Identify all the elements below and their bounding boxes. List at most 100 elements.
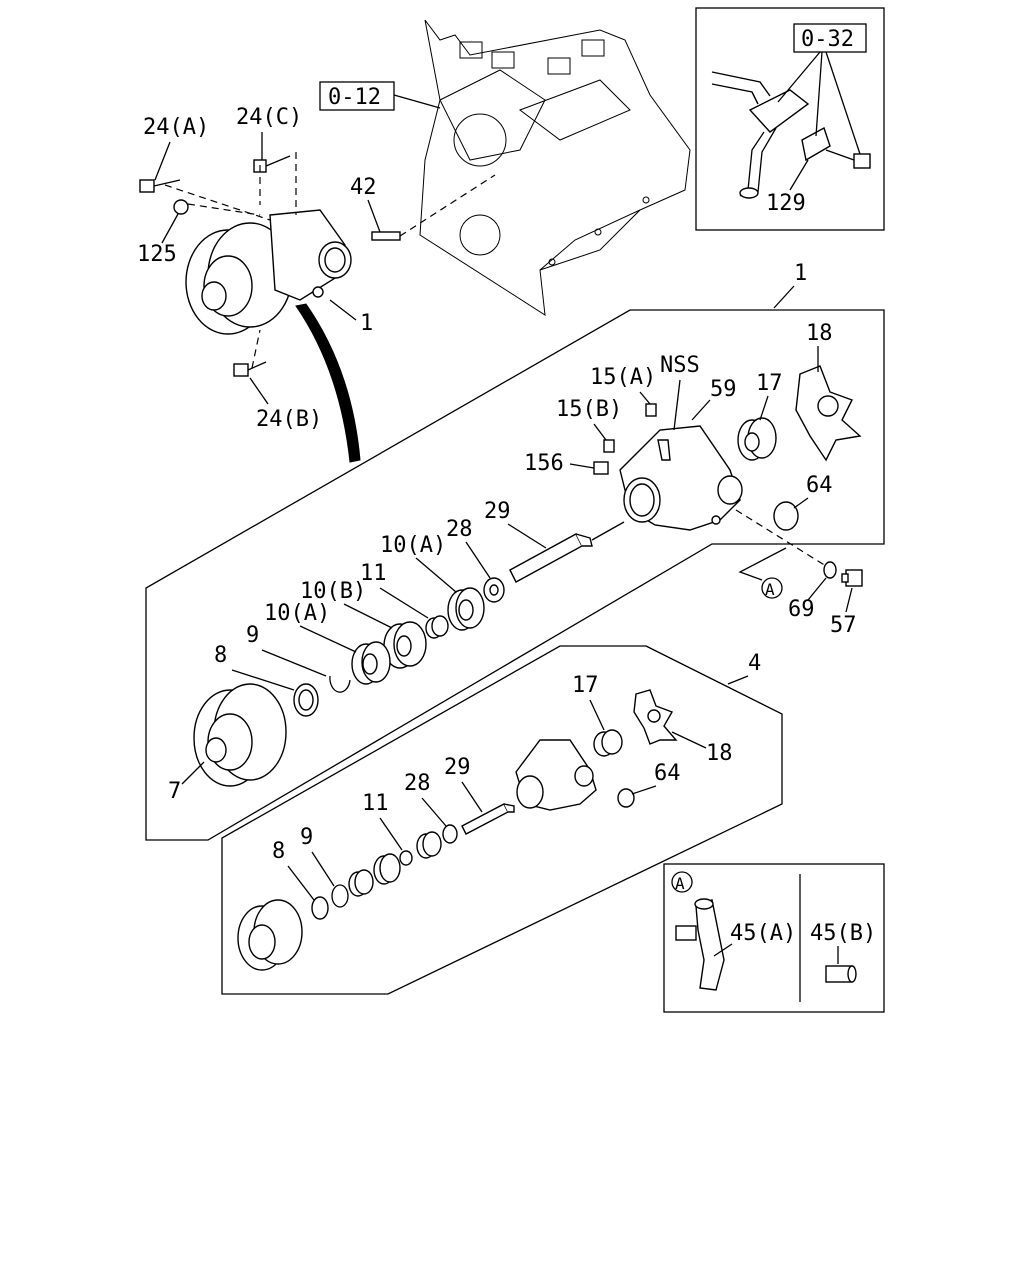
leader-45a (713, 943, 733, 957)
label-7: 7 (168, 779, 181, 804)
leader-9-b (311, 851, 335, 887)
fitting-45a (675, 898, 725, 991)
bearing-10a-2 (351, 641, 391, 685)
plug-15b (603, 439, 615, 453)
exploded-box-assembly-1 (145, 309, 885, 841)
label-4: 4 (748, 651, 761, 676)
bearing-10a-1 (447, 587, 485, 631)
label-64-b: 64 (654, 761, 681, 786)
leader-129 (789, 159, 809, 191)
leader-42 (367, 199, 381, 233)
bearing-b-1 (416, 831, 442, 859)
water-pump-assembly-top (185, 209, 352, 335)
seal-17-b (593, 729, 623, 757)
bearing-b-3 (348, 869, 374, 897)
leader-0-32-c (825, 51, 861, 155)
label-18-b: 18 (706, 741, 733, 766)
dashed-line-125 (187, 203, 261, 216)
spacer-11-b (399, 850, 413, 866)
shaft-29-a (509, 521, 625, 583)
snap-ring-9-b (331, 884, 349, 908)
circle-a-text: A (765, 580, 775, 599)
label-11-a: 11 (360, 561, 387, 586)
plug-15a (645, 403, 657, 417)
leader-0-32-b (815, 51, 823, 137)
ref-box-0-12-frame (319, 81, 395, 111)
leader-125 (161, 213, 179, 244)
leader-156 (569, 463, 595, 469)
dashed-line-24b (251, 329, 261, 369)
label-45b: 45(B) (810, 921, 876, 946)
label-17-b: 17 (572, 673, 599, 698)
leader-10b (343, 603, 393, 629)
bearing-b-2 (373, 853, 401, 885)
label-8-b: 8 (272, 839, 285, 864)
leader-28-b (421, 797, 447, 827)
ref-box-0-32-frame (793, 23, 867, 53)
washer-69 (823, 561, 837, 579)
leader-0-32-a (777, 51, 821, 103)
cap-156 (593, 461, 609, 475)
leader-29-a (507, 523, 547, 549)
washer-28-a (483, 577, 505, 603)
bolt-24a-top (139, 179, 181, 193)
label-8-a: 8 (214, 643, 227, 668)
inset-circle-a (671, 871, 693, 893)
inset-frame-a (663, 863, 885, 1013)
label-9-a: 9 (246, 623, 259, 648)
seal-17-a (737, 417, 777, 461)
label-18-a: 18 (806, 321, 833, 346)
label-129: 129 (766, 191, 806, 216)
leader-15a (639, 391, 651, 405)
leader-15b (593, 423, 607, 441)
label-64-a: 64 (806, 473, 833, 498)
leader-11-a (379, 587, 429, 619)
leader-59 (691, 399, 711, 421)
leader-64-b (631, 785, 657, 795)
circle-a-marker (761, 577, 783, 599)
label-10a-2: 10(A) (264, 601, 330, 626)
inset-circle-a-text: A (675, 874, 685, 893)
ref-0-12-label: 0-12 (328, 85, 381, 110)
seal-8-b (311, 896, 329, 920)
leader-64-a (793, 497, 809, 509)
plug-57 (841, 569, 863, 587)
label-69: 69 (788, 597, 815, 622)
label-nss: NSS (660, 353, 700, 378)
label-29-b: 29 (444, 755, 471, 780)
leader-10a-2 (299, 625, 357, 653)
dashed-line-42 (399, 174, 496, 237)
seal-8-a (293, 683, 319, 717)
leader-57 (845, 587, 853, 613)
label-10b: 10(B) (300, 579, 366, 604)
leader-69 (807, 577, 827, 601)
inset-frame-0-32 (695, 7, 885, 231)
oring-64-b (617, 788, 635, 808)
leader-1-top (329, 299, 357, 321)
leader-8-b (287, 865, 315, 901)
label-15b: 15(B) (556, 397, 622, 422)
label-24c: 24(C) (236, 105, 302, 130)
leader-a-circle (738, 547, 787, 581)
label-11-b: 11 (362, 791, 389, 816)
snap-ring-9-a (329, 675, 351, 693)
leader-9-a (261, 649, 327, 677)
stud-42-top (371, 231, 401, 241)
label-9-b: 9 (300, 825, 313, 850)
leader-10a-1 (415, 557, 457, 593)
pump-housing-a (619, 425, 743, 531)
nut-125-top (173, 199, 189, 215)
label-156: 156 (524, 451, 564, 476)
bolt-24b-top (233, 361, 267, 377)
dashed-line-69 (735, 509, 827, 567)
washer-28-b (442, 824, 458, 844)
exploded-box-assembly-4 (221, 645, 783, 995)
leader-24a (154, 141, 171, 181)
fitting-45b (825, 965, 857, 983)
leader-18-b (671, 731, 707, 749)
leader-17-a (759, 395, 769, 421)
impeller-18-b (633, 689, 678, 745)
label-28-a: 28 (446, 517, 473, 542)
label-1-box: 1 (794, 261, 807, 286)
label-29-a: 29 (484, 499, 511, 524)
